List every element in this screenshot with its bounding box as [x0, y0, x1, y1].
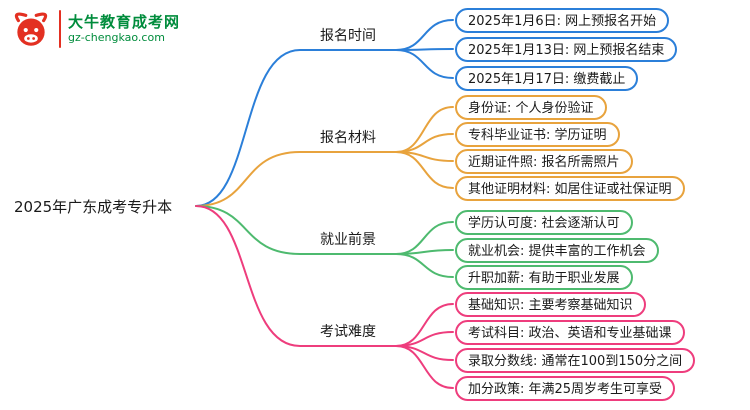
leaf-connector — [395, 345, 454, 361]
leaf-node: 考试科目: 政治、英语和专业基础课 — [455, 320, 685, 345]
leaf-connector — [395, 49, 454, 79]
logo-divider — [59, 10, 61, 48]
leaf-node: 2025年1月13日: 网上预报名结束 — [455, 37, 678, 62]
leaf-node: 身份证: 个人身份验证 — [455, 95, 607, 120]
ox-logo-icon — [14, 12, 48, 46]
leaf-node: 其他证明材料: 如居住证或社保证明 — [455, 176, 685, 201]
leaf-node: 加分政策: 年满25周岁考生可享受 — [455, 376, 676, 401]
leaf-connector — [395, 151, 454, 162]
branch-stem — [195, 151, 397, 207]
leaf-connector — [395, 19, 454, 51]
leaf-node: 录取分数线: 通常在100到150分之间 — [455, 348, 696, 373]
leaf-node: 2025年1月6日: 网上预报名开始 — [455, 8, 670, 33]
leaf-connector — [395, 303, 454, 347]
leaf-node: 学历认可度: 社会逐渐认可 — [455, 210, 633, 235]
leaf-connector — [395, 133, 454, 153]
leaf-node: 基础知识: 主要考察基础知识 — [455, 292, 646, 317]
leaf-connector — [395, 48, 454, 51]
leaf-connector — [395, 221, 454, 255]
site-name: 大牛教育成考网 — [68, 13, 181, 32]
leaf-node: 就业机会: 提供丰富的工作机会 — [455, 238, 659, 263]
leaf-connector — [395, 345, 454, 389]
leaf-connector — [395, 151, 454, 189]
logo-text: 大牛教育成考网 gz-chengkao.com — [68, 13, 180, 44]
leaf-connector — [395, 331, 454, 347]
leaf-connector — [395, 253, 454, 278]
site-url: gz-chengkao.com — [68, 31, 165, 45]
branch-registration-time: 报名时间 — [320, 28, 376, 44]
leaf-connector — [395, 249, 454, 255]
root-node: 2025年广东成考专升本 — [14, 198, 173, 216]
leaf-node: 2025年1月17日: 缴费截止 — [455, 66, 639, 91]
leaf-connector — [395, 106, 454, 153]
leaf-node: 升职加薪: 有助于职业发展 — [455, 265, 633, 290]
site-logo: 大牛教育成考网 gz-chengkao.com — [10, 8, 180, 50]
branch-exam-difficulty: 考试难度 — [320, 324, 376, 340]
branch-employment-prospects: 就业前景 — [320, 232, 376, 248]
branch-registration-materials: 报名材料 — [320, 130, 376, 146]
leaf-node: 专科毕业证书: 学历证明 — [455, 122, 620, 147]
leaf-node: 近期证件照: 报名所需照片 — [455, 149, 633, 174]
